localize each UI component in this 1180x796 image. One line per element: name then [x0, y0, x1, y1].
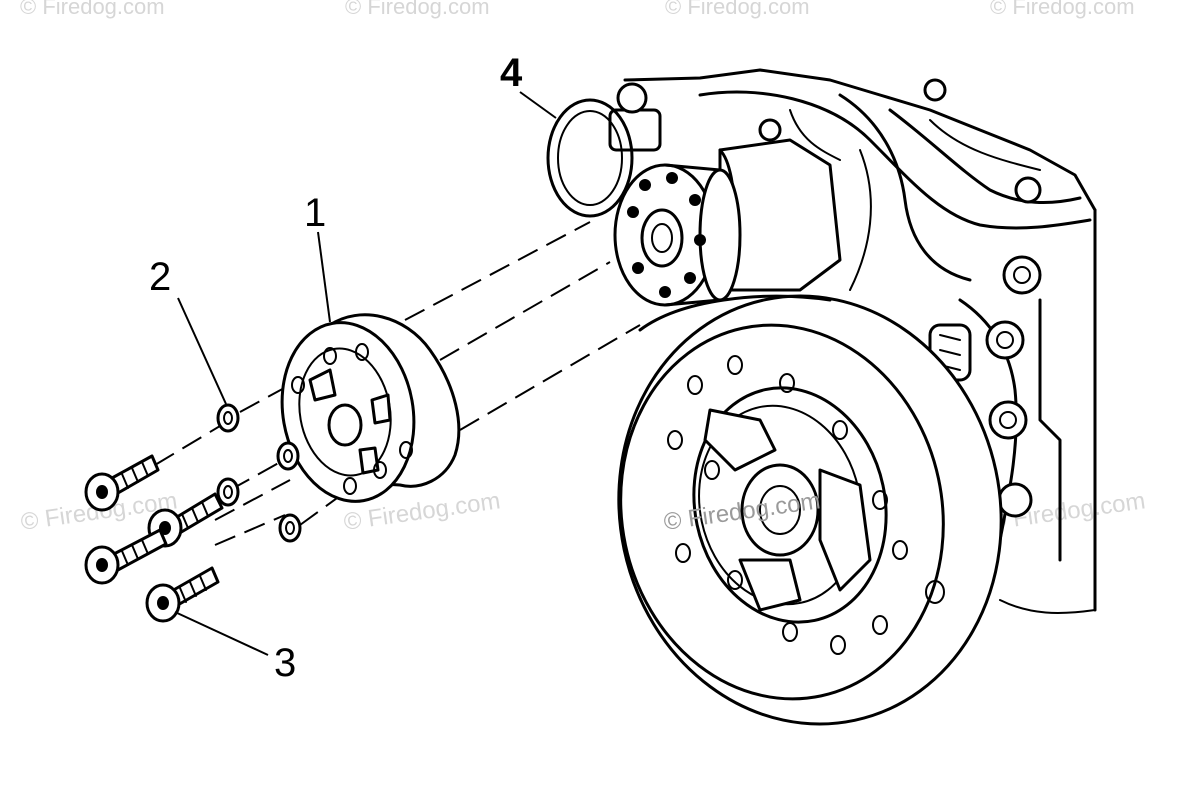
- callout-3: 3: [274, 641, 296, 685]
- watermark-top-4: © Firedog.com: [990, 0, 1135, 19]
- leader-3: [174, 611, 269, 656]
- watermark-top-2: © Firedog.com: [345, 0, 490, 19]
- leader-2: [177, 297, 227, 405]
- part-4-o-ring: [546, 98, 634, 218]
- part-1-spacer: [280, 313, 461, 503]
- leader-lines: [174, 91, 557, 656]
- leader-1: [317, 231, 331, 323]
- pump-hub: [608, 82, 842, 307]
- callouts: 1 2 3 4: [149, 51, 523, 685]
- callout-1: 1: [304, 191, 326, 235]
- callout-2: 2: [149, 255, 171, 299]
- part-2-washers: [216, 403, 302, 543]
- callout-4: 4: [500, 51, 523, 95]
- watermark-top-3: © Firedog.com: [665, 0, 810, 19]
- part-3-bolts: [84, 454, 224, 623]
- crankshaft-pulley: [617, 294, 1003, 726]
- watermark-top-1: © Firedog.com: [20, 0, 165, 19]
- leader-4: [519, 91, 557, 119]
